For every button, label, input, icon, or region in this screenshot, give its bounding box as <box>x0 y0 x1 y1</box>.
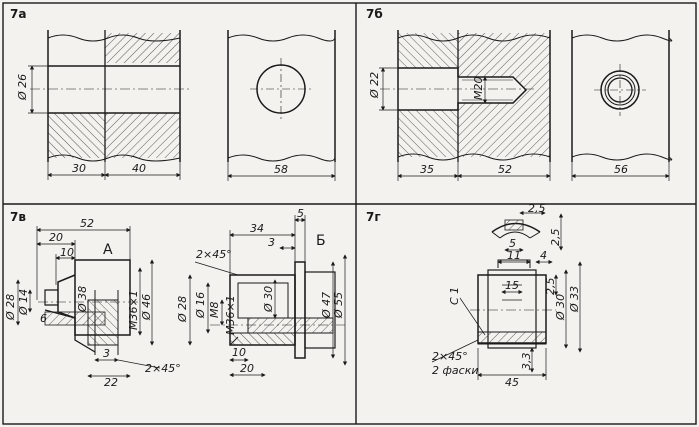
panel-7b-end-view <box>571 30 673 181</box>
dim-7g-chamfer-note: 2 фаски <box>432 364 478 377</box>
panel-7g-title: 7г <box>366 210 381 224</box>
part-a <box>38 259 140 355</box>
dim-7v-20b: 20 <box>240 362 254 375</box>
dim-7b-thread: М20 <box>472 77 485 101</box>
panel-7b-title: 7б <box>366 7 383 21</box>
panel-7v-title: 7в <box>10 210 26 224</box>
dim-7g-2-5-b: 2,5 <box>549 229 562 247</box>
dim-7v-10: 10 <box>60 246 74 259</box>
panel-7g: 7г <box>366 202 583 389</box>
dim-7b-left: 35 <box>420 163 434 176</box>
dim-7v-m36-a: М36×1 <box>127 290 140 330</box>
dim-7g-2-5-c: 2,5 <box>544 278 557 296</box>
dim-7g-15: 15 <box>505 279 519 292</box>
part-g-dimensions <box>431 210 583 380</box>
dim-7g-2-5-a: 2,5 <box>528 202 546 215</box>
dim-7v-m8: М8 <box>208 302 221 319</box>
dim-7b-width: 56 <box>614 163 628 176</box>
dim-7g-3-3: 3,3 <box>520 353 533 371</box>
part-b <box>210 261 345 359</box>
dim-7v-d30: Ø 30 <box>262 286 275 313</box>
dim-7g-c1: С 1 <box>448 287 461 305</box>
dim-7v-34: 34 <box>250 222 264 235</box>
part-g-section <box>470 259 556 349</box>
dim-7v-d38: Ø 38 <box>76 286 89 313</box>
dim-7g-11: 11 <box>507 249 521 262</box>
panel-7a-title: 7а <box>10 7 26 21</box>
panel-7b: 7б Ø 22 <box>366 7 673 181</box>
dim-7v-d28b: Ø 28 <box>176 296 189 323</box>
dim-7v-d14: Ø 14 <box>17 289 30 316</box>
dim-7b-right: 52 <box>498 163 512 176</box>
dim-7a-diameter: Ø 26 <box>16 74 29 101</box>
part-b-label: Б <box>316 233 326 249</box>
panel-7b-section-view <box>380 30 551 162</box>
dim-7v-20: 20 <box>49 231 63 244</box>
dim-7v-chamfer-a: 2×45° <box>145 362 181 375</box>
dim-7v-d47: Ø 47 <box>320 292 333 319</box>
dim-7g-45: 45 <box>505 376 519 389</box>
dim-7v-3b: 3 <box>268 236 275 249</box>
dim-7v-d28: Ø 28 <box>4 294 17 321</box>
dim-7v-d55: Ø 55 <box>332 292 345 319</box>
dim-7v-3: 3 <box>103 347 110 360</box>
dim-7a-right: 40 <box>132 162 146 175</box>
dim-7b-diameter: Ø 22 <box>368 72 381 99</box>
dim-7v-10b: 10 <box>232 346 246 359</box>
dim-7v-d46: Ø 46 <box>140 294 153 321</box>
panel-7v: 7в А <box>4 207 348 389</box>
dim-7v-22: 22 <box>104 376 118 389</box>
dim-7g-4: 4 <box>540 249 547 262</box>
panel-7a: 7а Ø 26 30 40 <box>10 7 336 181</box>
dim-7a-left: 30 <box>72 162 86 175</box>
dim-7g-d30: Ø 30 <box>554 294 567 321</box>
part-g-profile-detail <box>491 219 541 239</box>
dim-7v-5: 5 <box>297 207 304 220</box>
dim-7v-6: 6 <box>40 312 47 325</box>
panel-7a-dimensions <box>28 65 181 180</box>
dim-7v-52: 52 <box>80 217 94 230</box>
panel-7b-dimensions <box>379 67 551 181</box>
dim-7g-d33: Ø 33 <box>568 286 581 313</box>
dim-7v-d16: Ø 16 <box>194 292 207 319</box>
part-a-label: А <box>103 242 113 258</box>
dim-7v-chamfer-b: 2×45° <box>196 248 232 261</box>
part-b-dimensions <box>187 215 348 378</box>
dim-7a-width: 58 <box>274 163 288 176</box>
part-a-dimensions <box>15 226 161 379</box>
panel-7a-end-view <box>227 30 336 181</box>
dim-7v-m36-b: М36×1 <box>224 295 237 335</box>
dim-7g-chamfer: 2×45° <box>432 350 468 363</box>
dim-7g-5: 5 <box>509 237 516 250</box>
panel-7a-section-view <box>30 30 190 162</box>
